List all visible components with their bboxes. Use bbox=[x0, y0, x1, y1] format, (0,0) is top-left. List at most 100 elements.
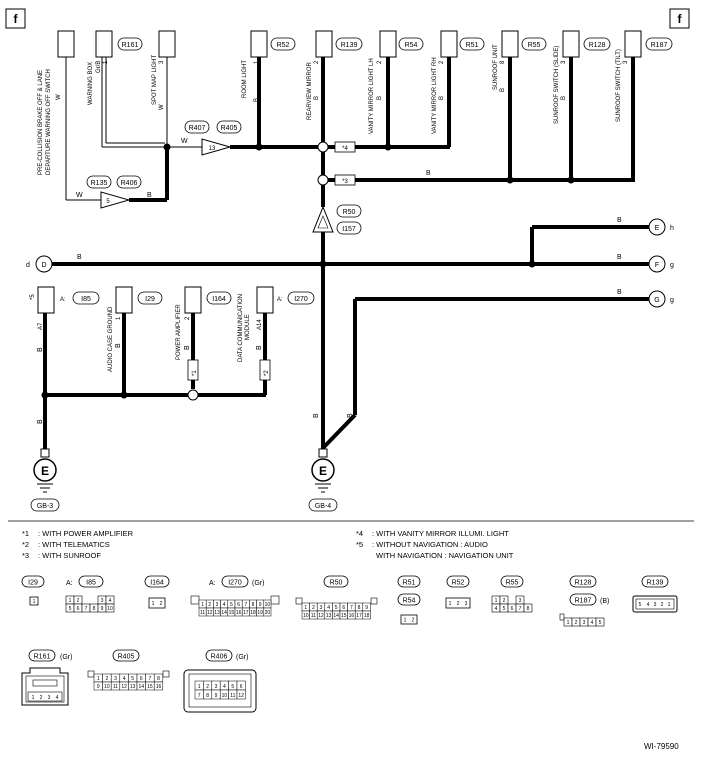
cv-r405-title: R405 bbox=[118, 654, 135, 661]
note-5-mark: *5 bbox=[356, 540, 363, 549]
connector-view-i29: I29 1 bbox=[21, 575, 45, 606]
pin-number: 19 bbox=[257, 610, 263, 616]
pin-number: 12 bbox=[121, 684, 127, 690]
ground-gb3-label: GB-3 bbox=[37, 503, 53, 510]
ref-i270: I270 bbox=[294, 296, 308, 303]
ref-i29: I29 bbox=[145, 296, 155, 303]
pin-number: 14 bbox=[221, 610, 227, 616]
note-1-mark: *1 bbox=[22, 529, 29, 538]
label-dcm-2: MODULE bbox=[245, 314, 251, 340]
joint-r135-r406: R135 R406 5 W B bbox=[76, 175, 152, 209]
pin-number: 11 bbox=[200, 610, 205, 616]
pin-number: 11 bbox=[230, 693, 235, 699]
cv-r55-pin: 5 bbox=[503, 606, 506, 612]
wire-b-joint: B bbox=[147, 192, 152, 199]
pin-number: 9 bbox=[365, 605, 368, 611]
frame-marker-left-text: f bbox=[14, 12, 19, 26]
cv-r161-pin: 3 bbox=[48, 695, 51, 701]
wire-b-i85: B bbox=[37, 347, 44, 352]
cv-i270-color: (Gr) bbox=[252, 580, 264, 587]
pin-number: 8 bbox=[157, 676, 160, 682]
connector-view-r55: R55 1 2 3 4 5 6 7 8 bbox=[491, 575, 533, 613]
pinnum-sunroof-unit: 8 bbox=[500, 60, 506, 64]
cv-r51-title: R51 bbox=[403, 580, 416, 587]
pinnum-vanity-rh: 2 bbox=[439, 60, 445, 64]
connector-f: F bbox=[655, 262, 659, 269]
notes: *1 : WITH POWER AMPLIFIER *2 : WITH TELE… bbox=[22, 529, 514, 560]
pin-number: 6 bbox=[240, 684, 243, 690]
label-precollision-1: PRE-COLLISION BRAKE OFF & LANE bbox=[38, 70, 44, 175]
ground-gb3: E GB-3 bbox=[30, 448, 60, 512]
joint-r50-i157: R50 I157 bbox=[312, 204, 362, 235]
note-1-text: : WITH POWER AMPLIFIER bbox=[38, 529, 134, 538]
cv-r52-pin: 3 bbox=[465, 601, 468, 607]
pin-number: 16 bbox=[156, 684, 162, 690]
pin-number: 4 bbox=[327, 605, 330, 611]
wire-b-3: B bbox=[426, 170, 431, 177]
pin-spot-map-light: W bbox=[159, 104, 165, 110]
ref-r52: R52 bbox=[277, 42, 290, 49]
cv-i85-pin: 8 bbox=[93, 606, 96, 612]
pin-number: 9 bbox=[97, 684, 100, 690]
pin-cell bbox=[263, 607, 272, 617]
cv-r128-pin: 1 bbox=[567, 620, 570, 626]
pin-number: 13 bbox=[214, 610, 220, 616]
pin-number: 2 bbox=[312, 605, 315, 611]
ref-r135: R135 bbox=[91, 180, 108, 187]
pin-number: 11 bbox=[113, 684, 118, 690]
pin-number: 10 bbox=[104, 684, 110, 690]
wire-b-f: B bbox=[617, 254, 622, 261]
pin-number: 5 bbox=[335, 605, 338, 611]
pin-number: 12 bbox=[207, 610, 213, 616]
connector-g: G bbox=[654, 297, 659, 304]
cv-r55-pin: 1 bbox=[495, 598, 498, 604]
ref-r50: R50 bbox=[343, 209, 356, 216]
cv-r55-pin: 7 bbox=[519, 606, 522, 612]
frame-marker-right: f bbox=[669, 8, 690, 29]
cv-r161-color: (Gr) bbox=[60, 654, 72, 661]
side-h: h bbox=[670, 225, 674, 232]
pin-number: 5 bbox=[231, 684, 234, 690]
note-4-mark: *4 bbox=[356, 529, 363, 538]
label-warning-box: WARNING BOX bbox=[88, 62, 94, 105]
cv-i164-title: I164 bbox=[150, 580, 164, 587]
cv-r128-pin: 2 bbox=[575, 620, 578, 626]
pin-number: 8 bbox=[206, 693, 209, 699]
pinnum-vanity-lh: 2 bbox=[377, 60, 383, 64]
cv-r139-pin: 1 bbox=[668, 602, 671, 608]
wire-b-gb3: B bbox=[37, 419, 44, 424]
pin-number: 11 bbox=[311, 613, 316, 619]
pin-number: 4 bbox=[223, 602, 226, 608]
option-tags: *4 *3 *1 *2 bbox=[187, 141, 356, 381]
pin-number: 2 bbox=[106, 676, 109, 682]
diagram-code: WI-79590 bbox=[644, 742, 679, 751]
cv-r50-title: R50 bbox=[330, 580, 343, 587]
pin-number: 14 bbox=[333, 613, 339, 619]
pin-number: 17 bbox=[356, 613, 362, 619]
connector-view-i85: A: I85 1 2 3 4 5 6 7 8 9 10 bbox=[65, 575, 115, 613]
cv-i85-pin: 5 bbox=[69, 606, 72, 612]
pin-number: 4 bbox=[123, 676, 126, 682]
pin-precollision: W bbox=[56, 94, 62, 100]
connector-view-r51: R51 R54 1 2 bbox=[397, 575, 421, 625]
bottom-ref-ovals bbox=[72, 291, 315, 305]
label-room-light: ROOM LIGHT bbox=[242, 60, 248, 98]
cv-i164-pin: 2 bbox=[160, 601, 163, 607]
cv-i85-prefix: A: bbox=[66, 580, 73, 587]
label-precollision-2: DEPARTURE WARNING OFF SWITCH bbox=[46, 69, 52, 175]
pin-number: 6 bbox=[342, 605, 345, 611]
line-connectors: d D E h F g G g bbox=[26, 218, 674, 308]
signal-wires bbox=[65, 57, 205, 201]
pin-number: 7 bbox=[198, 693, 201, 699]
cv-r161-pin: 1 bbox=[32, 695, 35, 701]
pin-number: 5 bbox=[230, 602, 233, 608]
pinnum-spot-map-light: 3 bbox=[159, 60, 165, 64]
pin-number: 5 bbox=[131, 676, 134, 682]
pin-number: 13 bbox=[130, 684, 136, 690]
cv-i29-pin: 1 bbox=[33, 599, 36, 605]
cv-i164-pin: 1 bbox=[152, 601, 155, 607]
side-g-2: g bbox=[670, 297, 674, 304]
pin-warning-box: Gr/B bbox=[96, 61, 102, 73]
